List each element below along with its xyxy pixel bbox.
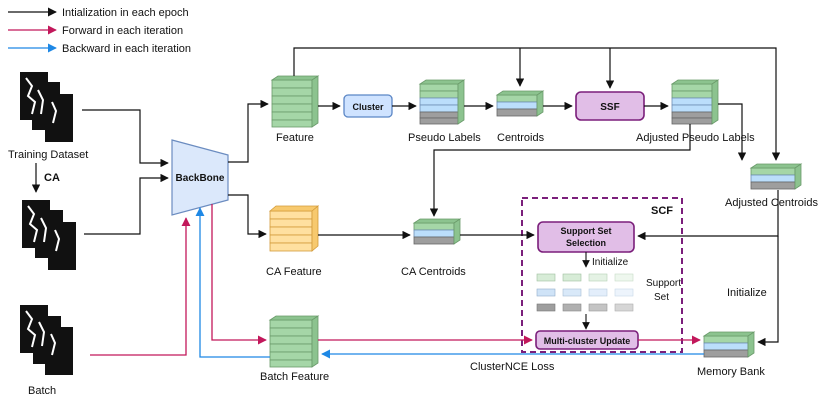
backbone-label: BackBone bbox=[176, 173, 225, 184]
multi-cluster-update-label: Multi-cluster Update bbox=[544, 336, 631, 346]
support-set-selection-label-2: Selection bbox=[566, 238, 606, 248]
forward-arrows bbox=[90, 204, 701, 356]
adjusted-pseudo-labels-label: Adjusted Pseudo Labels bbox=[636, 132, 755, 144]
feature-label: Feature bbox=[276, 132, 314, 144]
centroids-label: Centroids bbox=[497, 132, 545, 144]
batch-images bbox=[20, 305, 73, 375]
support-set-grid bbox=[536, 273, 634, 312]
legend-init-label: Intialization in each epoch bbox=[62, 7, 189, 19]
cluster-label: Cluster bbox=[352, 102, 384, 112]
batch-label: Batch bbox=[28, 385, 56, 397]
ca-feature-label: CA Feature bbox=[266, 266, 322, 278]
backbone-block bbox=[171, 139, 229, 216]
pseudo-labels-label: Pseudo Labels bbox=[408, 132, 481, 144]
training-dataset-label: Training Dataset bbox=[8, 149, 88, 161]
ssf-label: SSF bbox=[600, 102, 619, 113]
ca-images bbox=[22, 200, 76, 270]
legend-backward-label: Backward in each iteration bbox=[62, 43, 191, 55]
init-arrows bbox=[82, 47, 781, 347]
memory-bank-stack bbox=[702, 331, 756, 358]
memory-bank-label: Memory Bank bbox=[697, 366, 765, 378]
legend-forward-label: Forward in each iteration bbox=[62, 25, 183, 37]
ca-centroids-stack bbox=[412, 218, 462, 245]
ca-centroids-label: CA Centroids bbox=[401, 266, 466, 278]
adjusted-centroids-stack bbox=[749, 163, 803, 190]
batch-feature-stack bbox=[268, 315, 320, 368]
support-set-label-1: Support bbox=[646, 278, 681, 289]
training-dataset-images bbox=[20, 72, 73, 142]
adjusted-centroids-label: Adjusted Centroids bbox=[725, 197, 818, 209]
backward-arrows bbox=[195, 207, 704, 359]
centroids-stack bbox=[495, 90, 545, 117]
adjusted-pseudo-labels-stack bbox=[670, 79, 720, 125]
scf-label: SCF bbox=[651, 205, 673, 217]
feature-stack bbox=[270, 75, 320, 128]
memory-initialize-label: Initialize bbox=[727, 287, 767, 299]
scf-region bbox=[521, 197, 683, 353]
pseudo-labels-stack bbox=[418, 79, 466, 125]
ca-label: CA bbox=[44, 172, 60, 184]
cluster-nce-loss-label: ClusterNCE Loss bbox=[470, 361, 555, 373]
support-initialize-label: Initialize bbox=[592, 257, 629, 268]
support-set-label-2: Set bbox=[654, 292, 669, 303]
batch-feature-label: Batch Feature bbox=[260, 371, 329, 383]
legend: Intialization in each epoch Forward in e… bbox=[8, 7, 191, 55]
support-set-selection-label-1: Support Set bbox=[561, 226, 612, 236]
ca-feature-stack bbox=[268, 205, 320, 252]
